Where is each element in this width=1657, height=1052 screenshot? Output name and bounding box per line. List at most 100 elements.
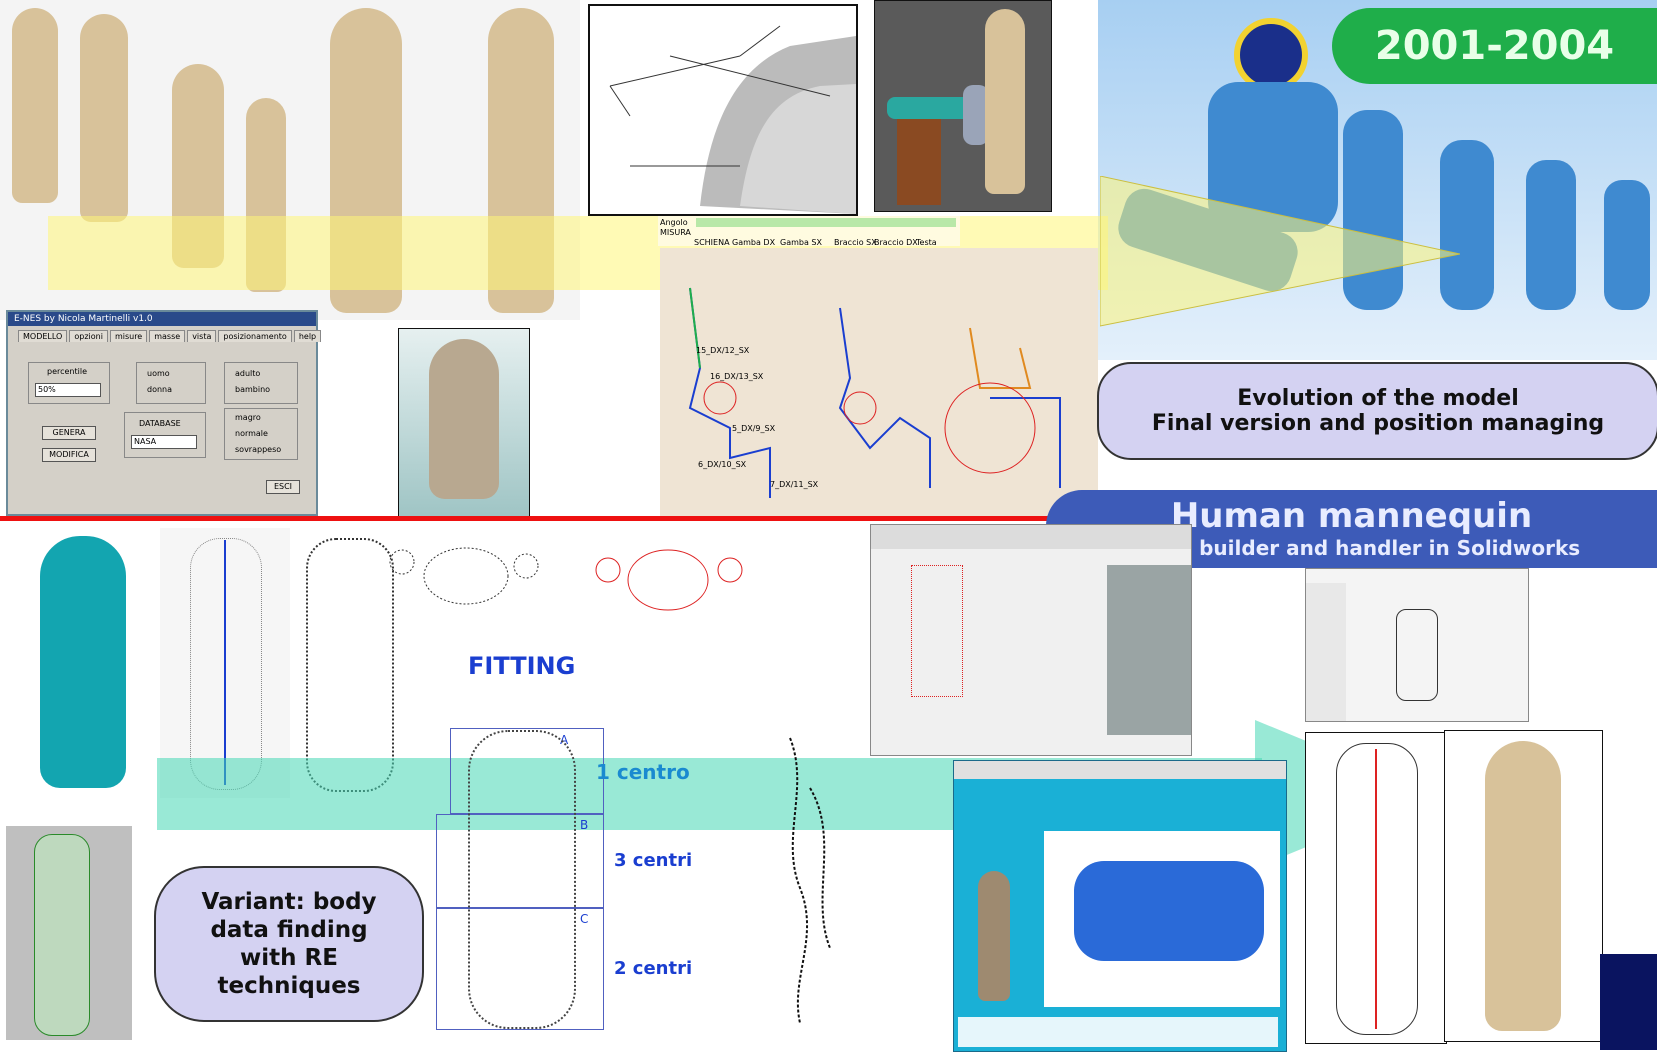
segment-schiena: SCHIENA bbox=[694, 238, 730, 246]
kinematic-svg bbox=[688, 287, 1061, 498]
feature-tree bbox=[1306, 583, 1346, 721]
seated-mannequin-render bbox=[398, 328, 530, 520]
database-label: DATABASE bbox=[139, 419, 181, 428]
measure-row-label: MISURA bbox=[660, 228, 691, 237]
diagram-label: 6_DX/10_SX bbox=[698, 460, 747, 469]
tab-vista[interactable]: vista bbox=[187, 330, 217, 342]
database-select[interactable]: NASA bbox=[131, 435, 197, 449]
fitting-title: FITTING bbox=[468, 652, 576, 680]
point-cloud-front bbox=[160, 528, 290, 798]
sliced-body bbox=[306, 538, 394, 792]
percentile-group: percentile 50% bbox=[28, 362, 110, 404]
box-b-label: B bbox=[580, 818, 589, 832]
diagram-label: 15_DX/12_SX bbox=[696, 346, 750, 355]
modifica-button[interactable]: MODIFICA bbox=[42, 448, 96, 462]
body-option-normale[interactable]: normale bbox=[235, 429, 268, 438]
desk bbox=[887, 97, 987, 119]
tab-posizionamento[interactable]: posizionamento bbox=[218, 330, 292, 342]
evolution-arrow-head bbox=[1100, 176, 1460, 327]
figure bbox=[80, 14, 128, 222]
solidworks-screenshot bbox=[1305, 568, 1529, 722]
segment-braccio-dx: Braccio DX bbox=[874, 238, 918, 246]
database-group: DATABASE NASA bbox=[124, 412, 206, 458]
evolution-bubble: Evolution of the model Final version and… bbox=[1097, 362, 1657, 460]
tab-help[interactable]: help bbox=[293, 330, 322, 342]
sex-group: uomo donna bbox=[136, 362, 206, 404]
angle-row-label: Angolo bbox=[660, 218, 688, 227]
body-option-sovrappeso[interactable]: sovrappeso bbox=[235, 445, 282, 454]
final-figure bbox=[1485, 741, 1561, 1031]
helmet-icon bbox=[1234, 18, 1308, 92]
final-mannequin-render bbox=[1444, 730, 1603, 1042]
segment-braccio-sx: Braccio SX bbox=[834, 238, 877, 246]
enes-software-window: E-NES by Nicola Martinelli v1.0 MODELLO … bbox=[6, 310, 322, 516]
evolution-line1: Evolution of the model bbox=[1237, 386, 1519, 411]
cad-wireframe bbox=[6, 826, 132, 1040]
three-d-software-screenshot bbox=[953, 760, 1287, 1052]
banner-title: Human mannequin bbox=[1170, 496, 1533, 536]
body-option-magro[interactable]: magro bbox=[235, 413, 261, 422]
side-profile-curve bbox=[789, 737, 831, 1024]
app-menubar bbox=[954, 761, 1286, 779]
variant-bubble: Variant: body data finding with RE techn… bbox=[154, 866, 424, 1022]
percentile-label: percentile bbox=[47, 367, 88, 376]
angle-cells bbox=[696, 218, 956, 227]
body-group: magro normale sovrappeso bbox=[224, 408, 298, 460]
age-option-bambino[interactable]: bambino bbox=[235, 385, 271, 394]
window-tabs: MODELLO opzioni misure masse vista posiz… bbox=[8, 326, 322, 342]
diagram-label: 7_DX/11_SX bbox=[770, 480, 819, 489]
tab-opzioni[interactable]: opzioni bbox=[69, 330, 108, 342]
office-scene-render bbox=[874, 0, 1052, 212]
fitting-box-a bbox=[450, 728, 604, 814]
cross-section-circles bbox=[389, 547, 743, 611]
fitting-box-b bbox=[436, 814, 604, 908]
genera-button[interactable]: GENERA bbox=[42, 426, 96, 440]
evolution-line2: Final version and position managing bbox=[1151, 411, 1605, 436]
tab-modello[interactable]: MODELLO bbox=[18, 330, 68, 342]
segment-gamba-sx: Gamba SX bbox=[780, 238, 822, 246]
fitting-box-c bbox=[436, 908, 604, 1030]
desk-drawer bbox=[897, 119, 941, 205]
percentile-select[interactable]: 50% bbox=[35, 383, 101, 397]
kinematic-diagram: 15_DX/12_SX 16_DX/13_SX 5_DX/9_SX 6_DX/1… bbox=[660, 248, 1098, 518]
centro-1-label: 1 centro bbox=[596, 760, 690, 784]
tab-masse[interactable]: masse bbox=[149, 330, 186, 342]
sex-option-uomo[interactable]: uomo bbox=[147, 369, 170, 378]
skeleton-view bbox=[1305, 732, 1447, 1044]
child-figure bbox=[1526, 160, 1576, 310]
fitted-body bbox=[468, 730, 576, 1029]
scan-mesh bbox=[1074, 861, 1264, 961]
variant-line3: with RE bbox=[240, 945, 338, 971]
age-option-adulto[interactable]: adulto bbox=[235, 369, 261, 378]
preview-figure bbox=[978, 871, 1010, 1001]
centri-2-label: 2 centri bbox=[614, 958, 693, 979]
angle-table: Angolo MISURA SCHIENA Gamba DX Gamba SX … bbox=[658, 216, 960, 246]
box-a-label: A bbox=[560, 733, 569, 747]
sex-option-donna[interactable]: donna bbox=[147, 385, 173, 394]
skeleton-spine bbox=[1375, 749, 1377, 1029]
child-figure bbox=[1440, 140, 1494, 310]
corner-block bbox=[1600, 954, 1657, 1050]
app-toolbar bbox=[871, 525, 1191, 549]
variant-line4: techniques bbox=[217, 973, 361, 999]
tab-misure[interactable]: misure bbox=[109, 330, 148, 342]
section-divider bbox=[0, 516, 1050, 521]
variant-line1: Variant: body bbox=[201, 889, 377, 915]
seated-figure bbox=[429, 339, 499, 499]
body-outline bbox=[190, 538, 262, 790]
chair bbox=[963, 85, 989, 145]
esci-button[interactable]: ESCI bbox=[266, 480, 300, 494]
child-scan-render bbox=[10, 528, 160, 793]
diagram-label: 16_DX/13_SX bbox=[710, 372, 764, 381]
spine-line bbox=[224, 540, 226, 785]
child-figure bbox=[40, 536, 126, 788]
section-plane-screenshot bbox=[870, 524, 1192, 756]
date-badge: 2001-2004 bbox=[1332, 8, 1657, 84]
wire-body bbox=[34, 834, 90, 1036]
child-figure bbox=[1604, 180, 1650, 310]
child-figure bbox=[1343, 110, 1403, 310]
box-c-label: C bbox=[580, 912, 589, 926]
segment-gamba-dx: Gamba DX bbox=[732, 238, 776, 246]
side-panel bbox=[1107, 565, 1191, 735]
body-outline bbox=[1336, 743, 1418, 1035]
